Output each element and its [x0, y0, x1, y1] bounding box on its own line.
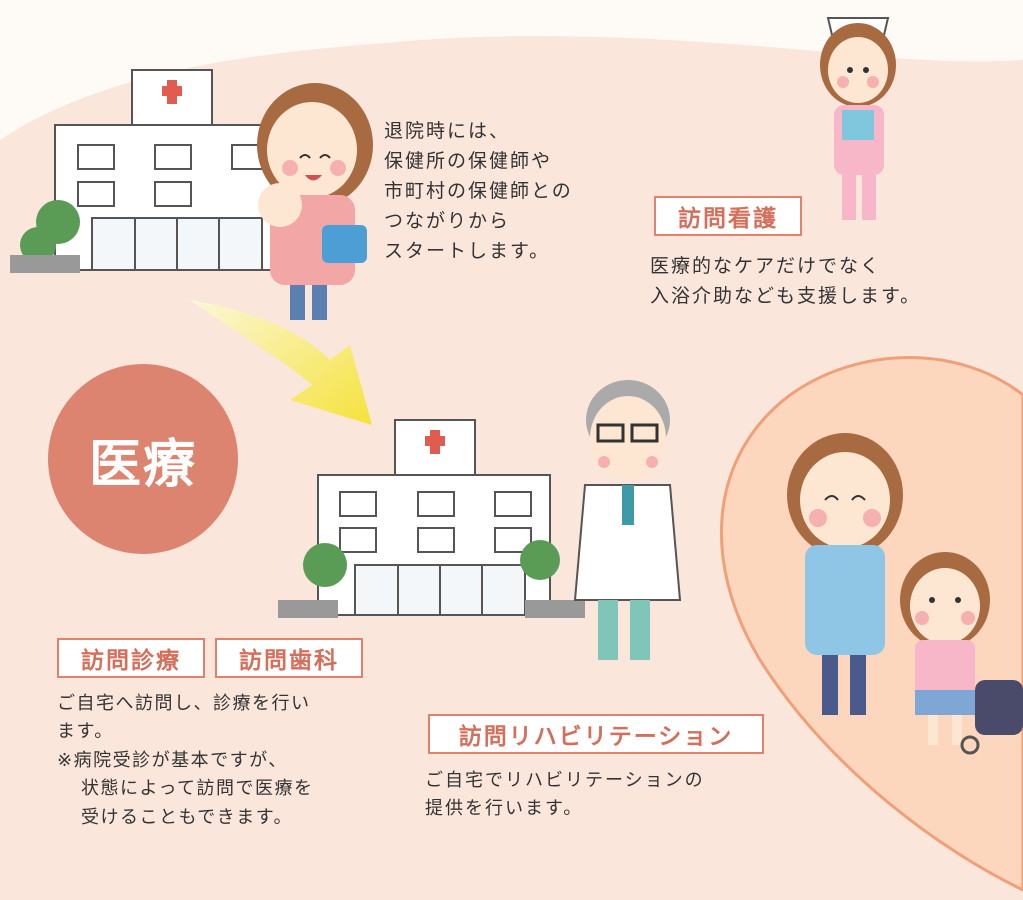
- visiting-rehab-label: 訪問リハビリテーション: [428, 714, 764, 754]
- home-care-note-3: 受けることもできます。: [81, 806, 293, 828]
- arrow-icon: [190, 300, 372, 425]
- nurse-illustration: [820, 17, 896, 220]
- home-care-text: ご自宅へ訪問し、診療を行い ます。 ※病院受診が基本ですが、 状態によって訪問で…: [57, 690, 314, 832]
- home-care-note-2: 状態によって訪問で医療を: [81, 778, 314, 800]
- hospital-middle-icon: [278, 419, 585, 618]
- family-illustration: [787, 433, 1023, 755]
- visiting-clinic-label: 訪問診療: [57, 638, 205, 678]
- doctor-illustration: [573, 380, 682, 660]
- hospital-top-icon: [10, 69, 286, 273]
- visiting-rehab-text: ご自宅でリハビリテーションの 提供を行います。: [425, 770, 705, 820]
- discharge-text: 退院時には、 保健所の保健師や 市町村の保健師との つながりから スタートします…: [384, 120, 573, 263]
- visiting-nursing-text: 医療的なケアだけでなく 入浴介助なども支援します。: [650, 255, 922, 308]
- mother-with-baby-illustration: [257, 83, 373, 320]
- visiting-nursing-label: 訪問看護: [654, 196, 802, 236]
- medical-circle: 医療: [48, 364, 238, 554]
- home-care-note-1: ※病院受診が基本ですが、: [57, 749, 288, 771]
- visiting-dental-label: 訪問歯科: [215, 638, 363, 678]
